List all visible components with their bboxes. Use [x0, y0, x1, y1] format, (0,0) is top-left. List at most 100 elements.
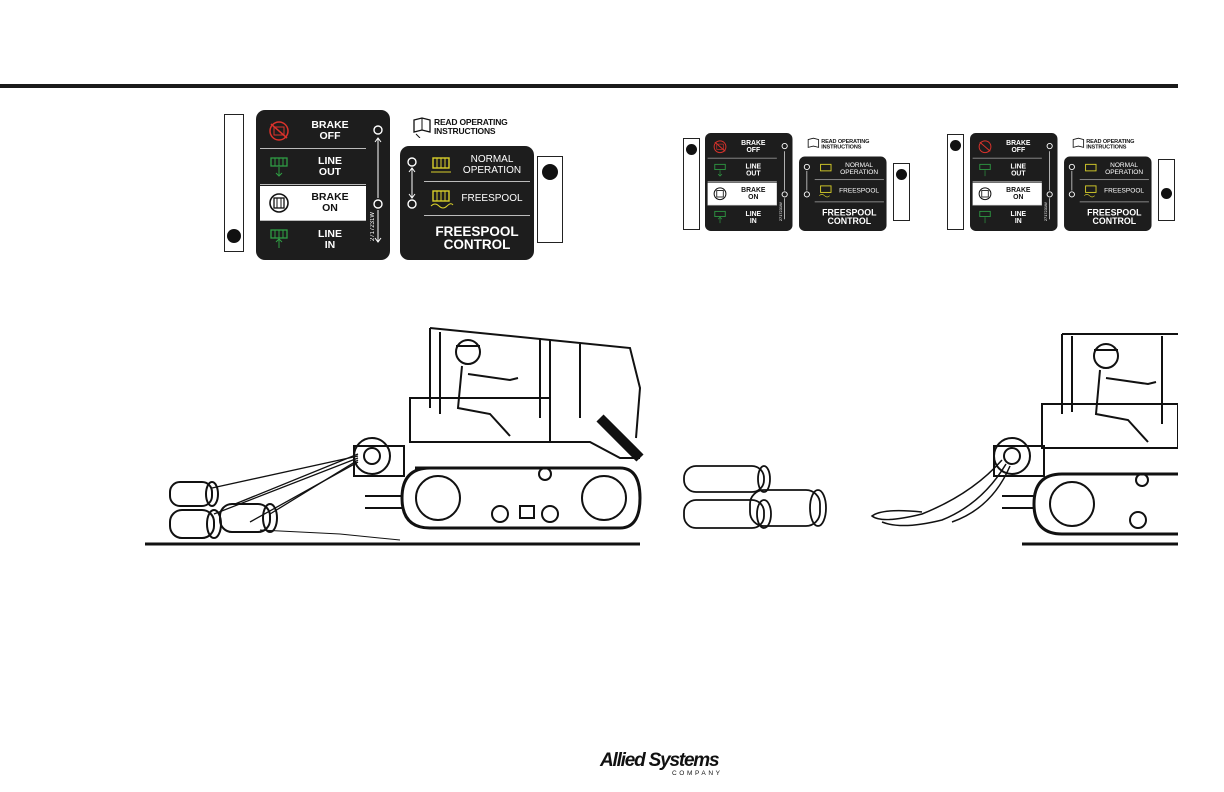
brake-on-label-1: BRAKE	[311, 191, 349, 203]
lever-track-icon	[373, 125, 383, 243]
read-op-line-2: INSTRUCTIONS	[1086, 143, 1127, 150]
line-in-label-1: LINE	[318, 227, 342, 240]
header-rule	[0, 84, 1178, 88]
freespool-row: FREESPOOL	[814, 180, 884, 203]
logo-name: Allied Systems	[600, 750, 720, 771]
line-in-label-1: LINE	[1010, 209, 1027, 218]
lever-position-indicator	[224, 114, 244, 252]
freespool-position-indicator	[893, 163, 910, 221]
freespool-control-title-2: CONTROL	[443, 237, 511, 252]
line-out-label-1: LINE	[745, 162, 762, 171]
freespool-row: FREESPOOL	[1079, 180, 1149, 203]
brake-on-label-2: ON	[748, 193, 759, 201]
read-op-line-1: READ OPERATING	[1086, 137, 1135, 145]
manual-icon	[807, 137, 820, 148]
brake-on-icon	[978, 187, 992, 201]
line-in-label-1: LINE	[745, 209, 762, 218]
indicator-dot	[1161, 188, 1172, 199]
tractor-freespool-illustration	[870, 333, 1178, 546]
winch-cables	[211, 453, 359, 523]
line-out-label-2: OUT	[1011, 169, 1026, 178]
lever-position-indicator	[947, 134, 964, 230]
allied-systems-logo: Allied Systems COMPANY	[596, 750, 726, 780]
normal-operation-icon	[431, 157, 451, 173]
line-out-label-1: LINE	[1010, 162, 1027, 171]
brake-on-icon	[269, 193, 289, 213]
log-pile	[169, 481, 278, 539]
lever-track-icon	[1046, 142, 1053, 220]
logo-company: COMPANY	[672, 770, 723, 777]
freespool-label: FREESPOOL	[1104, 187, 1145, 195]
tractor	[353, 327, 644, 530]
freespool-control-title-1: FREESPOOL	[822, 207, 877, 218]
part-number: 2717231W	[779, 201, 784, 221]
freespool-label: FREESPOOL	[461, 193, 523, 204]
brake-off-label-1: BRAKE	[741, 138, 766, 147]
line-in-icon	[979, 210, 991, 224]
part-number: 2717231W	[1044, 201, 1049, 221]
normal-label-1: NORMAL	[470, 153, 514, 165]
indicator-dot	[542, 164, 558, 180]
line-in-label-2: IN	[749, 216, 757, 225]
line-out-label-1: LINE	[318, 155, 342, 167]
brake-off-icon	[978, 140, 992, 154]
normal-label-1: NORMAL	[845, 161, 874, 169]
normal-operation-icon	[820, 163, 832, 172]
manual-icon	[413, 117, 431, 138]
line-out-icon	[979, 163, 991, 177]
brake-on-label-1: BRAKE	[741, 185, 766, 194]
freespool-label: FREESPOOL	[839, 187, 880, 195]
indicator-dot	[686, 144, 697, 155]
normal-label-2: OPERATION	[840, 168, 879, 176]
tractor	[993, 333, 1178, 536]
brake-on-label-1: BRAKE	[1006, 185, 1031, 194]
indicator-dot	[896, 169, 907, 180]
line-in-label-2: IN	[324, 238, 336, 251]
normal-operation-icon	[1085, 163, 1097, 172]
freespool-icon	[819, 185, 832, 198]
lever-position-indicator	[683, 138, 700, 230]
part-number: 2717231W	[370, 211, 376, 241]
freespool-track-icon	[407, 157, 417, 209]
freespool-control-title-2: CONTROL	[1092, 215, 1137, 226]
read-op-line-1: READ OPERATING	[434, 117, 508, 127]
line-in-icon	[714, 210, 726, 224]
freespool-control-title-1: FREESPOOL	[1087, 207, 1142, 218]
line-out-icon	[270, 157, 288, 177]
brake-on-label-2: ON	[322, 202, 338, 214]
indicator-dot	[227, 229, 241, 243]
brake-off-label-1: BRAKE	[311, 119, 349, 131]
freespool-icon	[1084, 185, 1097, 198]
brake-off-icon	[269, 121, 289, 141]
freespool-control-title-2: CONTROL	[827, 215, 872, 226]
lever-track-icon	[781, 142, 788, 220]
manual-icon	[1072, 137, 1085, 148]
line-in-icon	[270, 229, 288, 248]
tractor-pulling-logs-illustration	[145, 327, 644, 546]
brake-off-icon	[713, 140, 727, 154]
brake-off-label-1: BRAKE	[1006, 138, 1031, 147]
read-op-line-1: READ OPERATING	[821, 137, 870, 145]
brake-off-label-2: OFF	[1011, 146, 1026, 154]
read-op-line-2: INSTRUCTIONS	[821, 143, 862, 150]
brake-on-icon	[713, 187, 727, 201]
line-out-icon	[714, 163, 726, 177]
